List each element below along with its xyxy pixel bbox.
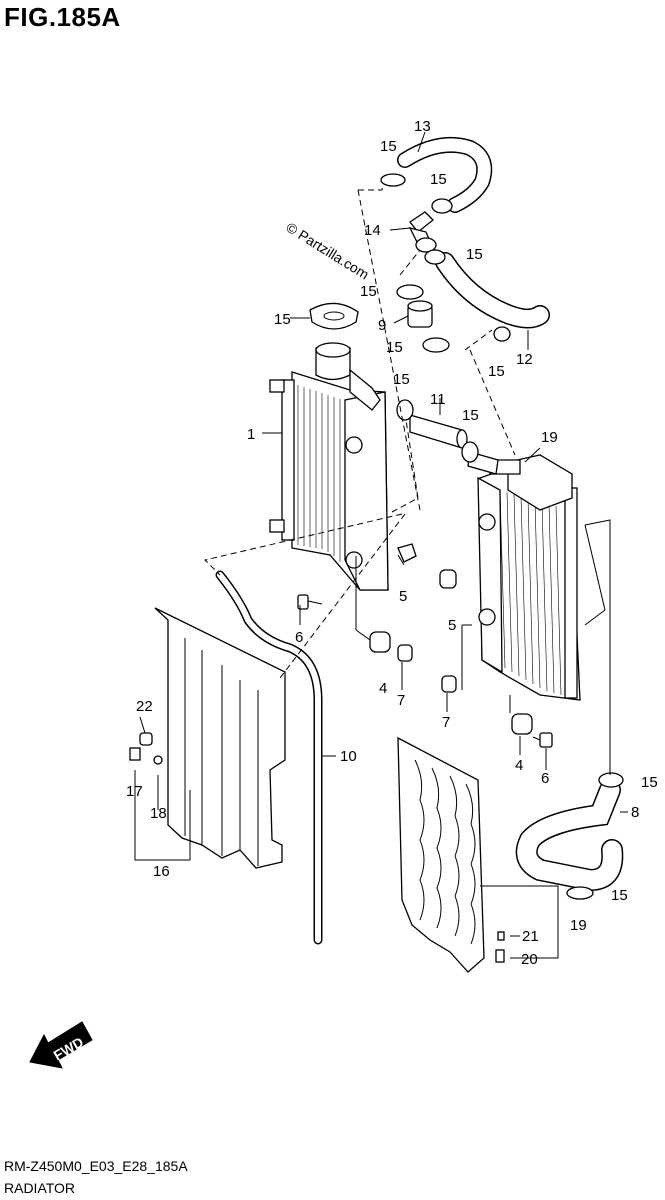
callout-11: 11 <box>430 391 446 408</box>
callout-15a: 15 <box>380 138 397 155</box>
callout-2: 15 <box>274 311 291 328</box>
callout-15d: 15 <box>360 283 377 300</box>
left-radiator-guard[interactable] <box>154 607 286 869</box>
callout-5a: 5 <box>399 588 407 605</box>
callout-labels: 1 15 19 4 4 5 5 6 6 7 7 8 9 10 11 12 13 … <box>126 118 658 968</box>
figure-code: RM-Z450M0_E03_E28_185A <box>4 1158 188 1174</box>
callout-19: 19 <box>570 917 587 934</box>
callout-15c: 15 <box>466 246 483 263</box>
callout-6b: 6 <box>541 770 549 787</box>
callout-9: 9 <box>378 317 386 334</box>
callout-7a: 7 <box>397 692 405 709</box>
callout-3: 19 <box>541 429 558 446</box>
callout-15e: 15 <box>386 339 403 356</box>
callout-20: 20 <box>521 951 538 968</box>
callout-18: 18 <box>150 805 167 822</box>
callout-10: 10 <box>340 748 357 765</box>
hose-12[interactable] <box>435 252 550 329</box>
callout-15b: 15 <box>430 171 447 188</box>
screw-20[interactable] <box>495 949 505 963</box>
callout-14: 14 <box>364 222 381 239</box>
callout-12: 12 <box>516 351 533 368</box>
pipe-9[interactable] <box>407 300 433 328</box>
callout-4a: 4 <box>379 680 387 697</box>
callout-15g: 15 <box>393 371 410 388</box>
callout-7b: 7 <box>442 714 450 731</box>
hose-8[interactable] <box>515 779 624 892</box>
callout-15i: 15 <box>641 774 658 791</box>
right-radiator[interactable] <box>477 454 581 701</box>
hose-clamps[interactable] <box>380 173 624 900</box>
callout-22: 22 <box>136 698 153 715</box>
figure-name: RADIATOR <box>4 1180 76 1196</box>
left-radiator-fins <box>297 385 341 562</box>
callout-6a: 6 <box>295 629 303 646</box>
breather-tube-10[interactable] <box>215 570 323 945</box>
leader-lines <box>134 131 628 959</box>
callout-8: 8 <box>631 804 639 821</box>
left-radiator[interactable] <box>269 342 389 591</box>
hose-13[interactable] <box>397 136 493 213</box>
figure-title: FIG.185A <box>4 2 121 32</box>
callout-5b: 5 <box>448 617 456 634</box>
bolt-6[interactable] <box>297 594 553 748</box>
radiator-cap[interactable] <box>309 302 359 330</box>
callout-17: 17 <box>126 783 143 800</box>
cushion-4[interactable] <box>369 631 533 735</box>
callout-15j: 15 <box>611 887 628 904</box>
callout-15h: 15 <box>462 407 479 424</box>
callout-4b: 4 <box>515 757 523 774</box>
washer-18[interactable] <box>153 755 163 765</box>
callout-13: 13 <box>414 118 431 135</box>
forward-arrow-icon: FWD <box>29 1021 93 1069</box>
callout-16: 16 <box>153 863 170 880</box>
callout-21: 21 <box>522 928 539 945</box>
hose-11[interactable] <box>409 414 499 475</box>
nut-17[interactable] <box>129 747 141 761</box>
watermark: © Partzilla.com <box>283 219 371 283</box>
callout-1: 1 <box>247 426 255 443</box>
bolt-22[interactable] <box>139 732 153 746</box>
right-radiator-guard[interactable] <box>397 736 485 973</box>
callout-15f: 15 <box>488 363 505 380</box>
clip-21[interactable] <box>497 931 505 941</box>
collar-7[interactable] <box>397 644 457 693</box>
grommet-5[interactable] <box>397 543 457 589</box>
